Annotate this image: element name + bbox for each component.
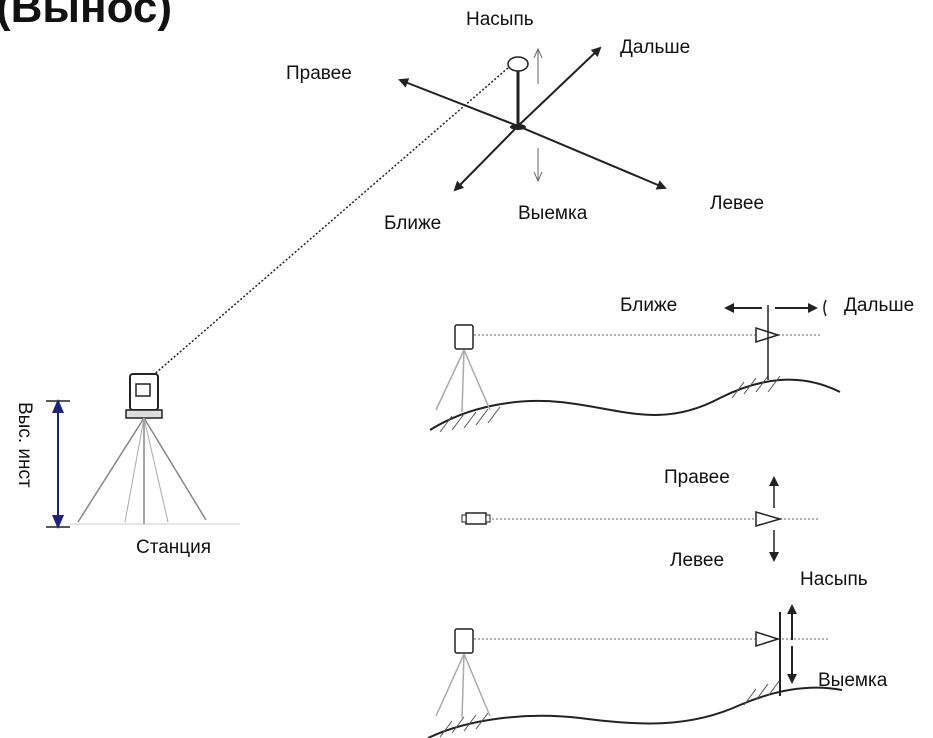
arrow-closer-top bbox=[453, 125, 519, 192]
prism-icon bbox=[507, 56, 529, 72]
ground-line bbox=[429, 378, 841, 431]
label-closer-top: Ближе bbox=[384, 213, 442, 234]
prism-icon-side bbox=[755, 326, 781, 344]
label-closer-side: Ближе bbox=[620, 295, 678, 316]
label-left-plan: Левее bbox=[670, 550, 725, 571]
ground-line-2 bbox=[427, 686, 843, 738]
sight-line-top bbox=[142, 67, 509, 385]
side-view-height bbox=[427, 604, 843, 738]
station-icon-small-2 bbox=[454, 628, 474, 654]
label-further-side: Дальше bbox=[844, 295, 915, 316]
stakeout-axes-3d bbox=[142, 46, 667, 385]
arrow-right-top bbox=[398, 78, 519, 127]
label-further-top: Дальше bbox=[620, 37, 691, 58]
arrow-further-top bbox=[517, 46, 602, 127]
tripod-leg bbox=[143, 417, 207, 521]
prism-plan-icon bbox=[755, 511, 783, 527]
label-right-top: Правее bbox=[286, 63, 352, 84]
tripod-leg bbox=[77, 417, 145, 523]
label-right-plan: Правее bbox=[664, 467, 730, 488]
label-cut-side: Выемка bbox=[818, 670, 888, 691]
plan-view-offset bbox=[461, 476, 820, 562]
label-left-top: Левее bbox=[710, 193, 765, 214]
arrow-left-top bbox=[517, 125, 667, 190]
label-instrument-height: Выс. инст bbox=[14, 402, 35, 488]
station-plan-icon bbox=[465, 512, 487, 525]
side-view-distance bbox=[429, 299, 841, 433]
prism-icon-side-2 bbox=[755, 630, 781, 648]
label-station: Станция bbox=[136, 537, 212, 558]
pole-base bbox=[510, 124, 526, 130]
label-cut-top: Выемка bbox=[518, 203, 588, 224]
label-fill-top: Насыпь bbox=[466, 9, 534, 30]
page-title: (Вынос) bbox=[0, 0, 172, 32]
instrument-height-dimension bbox=[46, 399, 70, 529]
label-fill-side: Насыпь bbox=[800, 569, 868, 590]
station-icon-small bbox=[454, 324, 474, 350]
total-station-main bbox=[70, 373, 240, 525]
